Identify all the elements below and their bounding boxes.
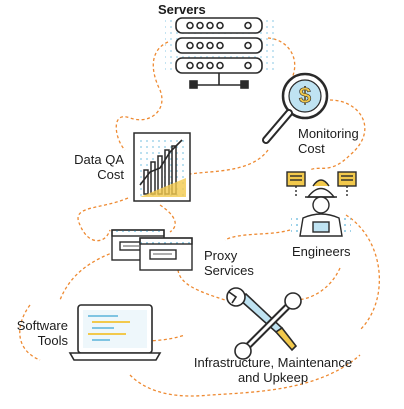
label-software-line2: Tools <box>37 333 68 348</box>
browser-windows-icon <box>111 229 193 271</box>
connector-servers-left <box>115 41 169 151</box>
label-software-tools: Software Tools <box>6 318 68 348</box>
connector-bottom-loop <box>129 354 361 397</box>
wrench-screwdriver-icon <box>226 287 302 360</box>
connector-engineers-infra <box>294 267 341 301</box>
connector-proxy-down <box>177 269 226 301</box>
label-infra-line2: and Upkeep <box>237 370 309 385</box>
connector-dataqa-left <box>77 197 129 242</box>
label-monitoring-cost: Monitoring Cost <box>298 126 359 156</box>
connector-lines <box>19 37 380 397</box>
label-monitoring-line2: Cost <box>298 141 325 156</box>
label-proxy-line1: Proxy <box>204 248 238 263</box>
label-data-qa-cost: Data QA Cost <box>48 152 124 182</box>
chart-icon <box>133 132 191 202</box>
label-software-line1: Software <box>16 318 68 333</box>
connector-engineers-right <box>345 214 380 331</box>
label-servers: Servers <box>158 2 206 17</box>
connector-engineers-proxy <box>224 229 291 241</box>
server-rack-icon <box>165 17 275 89</box>
svg-text:$: $ <box>299 83 311 108</box>
label-proxy-services: Proxy Services <box>204 248 254 278</box>
connector-dataqa-proxy <box>159 204 176 233</box>
label-monitoring-line1: Monitoring <box>298 126 359 141</box>
label-infra-line1: Infrastructure, Maintenance <box>193 355 353 370</box>
engineer-icon <box>286 171 357 237</box>
label-engineers: Engineers <box>292 244 351 259</box>
label-infrastructure: Infrastructure, Maintenance and Upkeep <box>182 355 364 385</box>
connector-software-left <box>19 304 41 361</box>
magnifier-dollar-icon: $ <box>262 72 329 144</box>
laptop-code-icon <box>68 304 162 361</box>
label-data-qa-line1: Data QA <box>74 152 124 167</box>
connector-monitoring-down <box>184 149 269 176</box>
label-proxy-line2: Services <box>204 263 254 278</box>
connector-proxy-left <box>59 249 121 301</box>
label-data-qa-line2: Cost <box>97 167 124 182</box>
